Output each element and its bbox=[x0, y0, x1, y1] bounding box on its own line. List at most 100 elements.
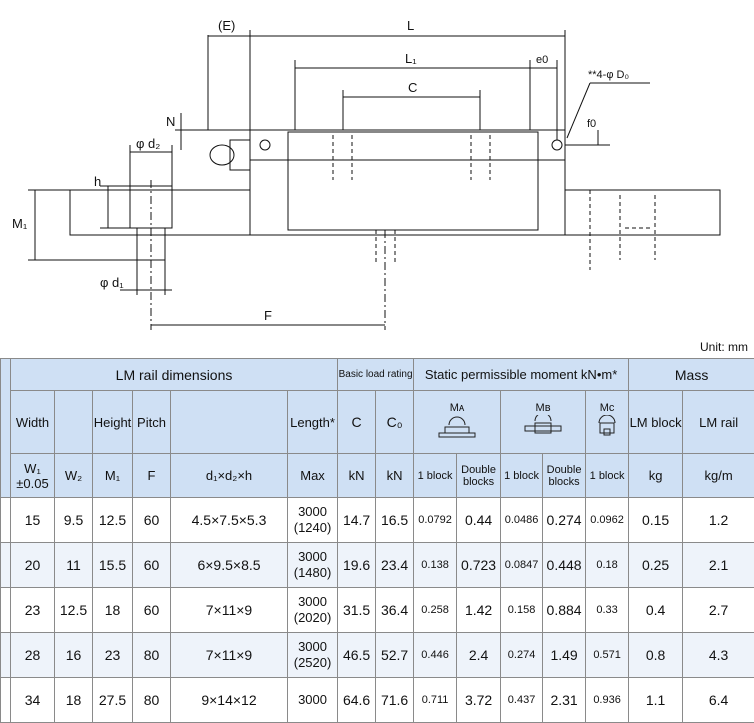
hdr-w1-tol: ±0.05 bbox=[16, 476, 48, 491]
row-edge bbox=[1, 678, 11, 723]
label-C: C bbox=[408, 80, 417, 95]
hdr-ma: Mᴀ bbox=[414, 391, 501, 454]
cell-c: 14.7 bbox=[338, 498, 376, 543]
label-f0: f0 bbox=[587, 118, 596, 130]
cell-len-alt: (1240) bbox=[288, 520, 337, 536]
hdr-kg: kg bbox=[629, 454, 683, 498]
label-F: F bbox=[264, 308, 272, 323]
hdr-mc: Mc bbox=[586, 391, 629, 454]
label-E: (E) bbox=[218, 18, 235, 33]
cell-w2: 16 bbox=[55, 633, 93, 678]
hdr-ma-1: 1 block bbox=[414, 454, 457, 498]
cell-dims: 7×11×9 bbox=[171, 633, 288, 678]
hdr-lm-rail: LM rail bbox=[683, 391, 754, 454]
block-inner bbox=[288, 132, 538, 230]
hdr-m1: M₁ bbox=[93, 454, 133, 498]
spec-table: LM rail dimensions Basic load rating Sta… bbox=[0, 358, 754, 723]
cell-m1: 18 bbox=[93, 588, 133, 633]
cell-mb1: 0.158 bbox=[501, 588, 543, 633]
cell-len-max: 3000 bbox=[288, 549, 337, 565]
cell-blk: 0.25 bbox=[629, 543, 683, 588]
hdr-c: C bbox=[338, 391, 376, 454]
cell-f: 60 bbox=[133, 543, 171, 588]
cell-f: 60 bbox=[133, 498, 171, 543]
cell-rail: 2.7 bbox=[683, 588, 754, 633]
hdr-length: Length* bbox=[288, 391, 338, 454]
hdr-mb-2: Double blocks bbox=[543, 454, 586, 498]
mount-hole-right bbox=[552, 140, 562, 150]
group-lm-rail: LM rail dimensions bbox=[11, 359, 338, 391]
cell-dims: 7×11×9 bbox=[171, 588, 288, 633]
group-basic-load: Basic load rating bbox=[338, 359, 414, 391]
cell-len-max: 3000 bbox=[288, 692, 337, 708]
hdr-ma-2: Double blocks bbox=[457, 454, 501, 498]
technical-drawing: (E) L L₁ e0 C **4-φ D₀ N φ d₂ f0 h M₁ φ … bbox=[0, 0, 754, 340]
cell-len: 3000 bbox=[288, 678, 338, 723]
hdr-f: F bbox=[133, 454, 171, 498]
cell-ma2: 2.4 bbox=[457, 633, 501, 678]
group-mass: Mass bbox=[629, 359, 754, 391]
cell-mc1: 0.18 bbox=[586, 543, 629, 588]
cell-ma1: 0.138 bbox=[414, 543, 457, 588]
hdr-mb-1: 1 block bbox=[501, 454, 543, 498]
hdr-ma-label: Mᴀ bbox=[414, 402, 500, 415]
label-M1: M₁ bbox=[12, 216, 28, 231]
hdr-kn-c: kN bbox=[338, 454, 376, 498]
cell-dims: 6×9.5×8.5 bbox=[171, 543, 288, 588]
cell-w1: 20 bbox=[11, 543, 55, 588]
group-static-moment: Static permissible moment kN•m* bbox=[414, 359, 629, 391]
cell-w1: 28 bbox=[11, 633, 55, 678]
label-L1: L₁ bbox=[405, 51, 417, 66]
cell-blk: 0.15 bbox=[629, 498, 683, 543]
cell-w2: 9.5 bbox=[55, 498, 93, 543]
cell-mb1: 0.0847 bbox=[501, 543, 543, 588]
grease-nipple bbox=[230, 140, 250, 170]
hdr-w1: W₁±0.05 bbox=[11, 454, 55, 498]
cell-len-max: 3000 bbox=[288, 639, 337, 655]
cell-blk: 0.8 bbox=[629, 633, 683, 678]
cell-len-alt: (2520) bbox=[288, 655, 337, 671]
cell-len-alt: (1480) bbox=[288, 565, 337, 581]
cell-rail: 1.2 bbox=[683, 498, 754, 543]
cell-f: 80 bbox=[133, 633, 171, 678]
moment-ma-icon bbox=[437, 415, 477, 439]
cell-len: 3000(2020) bbox=[288, 588, 338, 633]
hdr-mb-label: Mʙ bbox=[501, 402, 585, 415]
unit-label: Unit: mm bbox=[700, 340, 748, 354]
cell-rail: 4.3 bbox=[683, 633, 754, 678]
cell-ma2: 1.42 bbox=[457, 588, 501, 633]
hdr-lm-block: LM block bbox=[629, 391, 683, 454]
hdr-width: Width bbox=[11, 391, 55, 454]
block-body bbox=[250, 130, 565, 235]
label-h: h bbox=[94, 174, 101, 189]
cell-m1: 12.5 bbox=[93, 498, 133, 543]
label-e0: e0 bbox=[536, 54, 548, 66]
hdr-mc-label: Mc bbox=[586, 402, 628, 415]
cell-ma1: 0.0792 bbox=[414, 498, 457, 543]
cell-f: 80 bbox=[133, 678, 171, 723]
cell-w2: 18 bbox=[55, 678, 93, 723]
hdr-dims: d₁×d₂×h bbox=[171, 454, 288, 498]
cell-mb1: 0.274 bbox=[501, 633, 543, 678]
cell-c0: 71.6 bbox=[376, 678, 414, 723]
cell-mb2: 2.31 bbox=[543, 678, 586, 723]
cell-rail: 2.1 bbox=[683, 543, 754, 588]
hdr-kn-c0: kN bbox=[376, 454, 414, 498]
cell-dims: 4.5×7.5×5.3 bbox=[171, 498, 288, 543]
cell-c: 31.5 bbox=[338, 588, 376, 633]
cell-ma1: 0.258 bbox=[414, 588, 457, 633]
mount-hole-left bbox=[260, 140, 270, 150]
cell-w2: 11 bbox=[55, 543, 93, 588]
cell-c: 19.6 bbox=[338, 543, 376, 588]
cell-ma2: 0.723 bbox=[457, 543, 501, 588]
cell-ma1: 0.711 bbox=[414, 678, 457, 723]
cell-dims: 9×14×12 bbox=[171, 678, 288, 723]
cell-mb2: 1.49 bbox=[543, 633, 586, 678]
moment-mb-icon bbox=[523, 415, 563, 439]
cell-mc1: 0.571 bbox=[586, 633, 629, 678]
cell-ma1: 0.446 bbox=[414, 633, 457, 678]
